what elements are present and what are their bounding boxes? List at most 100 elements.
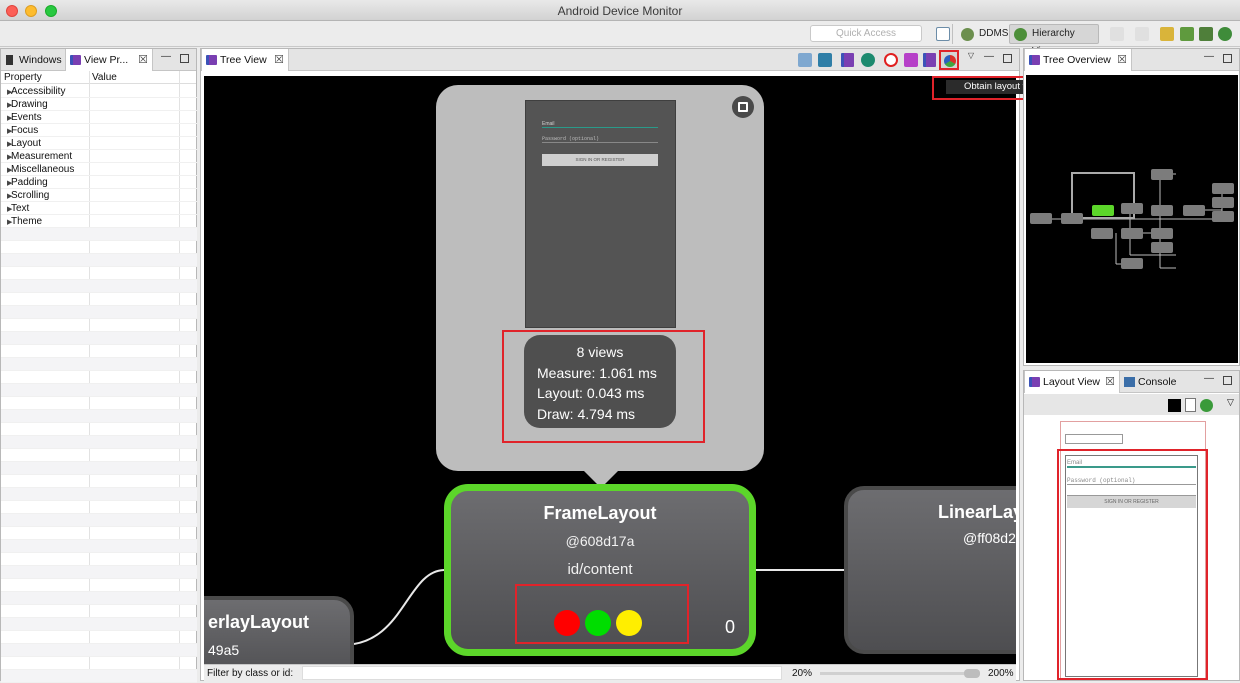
preview-sign-in-button: SIGN IN OR REGISTER xyxy=(542,154,658,166)
minimize-panel-icon[interactable]: — xyxy=(984,51,994,62)
property-category-row[interactable]: ▶Drawing xyxy=(1,98,197,111)
close-window-button[interactable] xyxy=(6,5,18,17)
request-layout-icon[interactable] xyxy=(904,53,918,67)
property-category-row[interactable]: ▶Events xyxy=(1,111,197,124)
perspective-ddms-button[interactable]: DDMS xyxy=(956,24,1008,44)
layout-wireframe[interactable]: Email Password (optional) SIGN IN OR REG… xyxy=(1057,421,1208,680)
search-icon[interactable] xyxy=(1218,27,1232,41)
expand-arrow-icon[interactable]: ▶ xyxy=(7,128,13,135)
popup-maximize-button[interactable] xyxy=(732,96,754,118)
property-category-row[interactable]: ▶Measurement xyxy=(1,150,197,163)
save-icon[interactable] xyxy=(1180,27,1194,41)
dump-display-list-icon[interactable] xyxy=(923,53,936,67)
empty-property-row xyxy=(1,462,197,475)
expand-arrow-icon[interactable]: ▶ xyxy=(7,193,13,200)
display-view-icon[interactable] xyxy=(861,53,875,67)
tab-layout-view[interactable]: Layout View ☒ xyxy=(1024,371,1120,393)
property-category-row[interactable]: ▶Accessibility xyxy=(1,85,197,98)
tree-canvas[interactable]: Email Password (optional) SIGN IN OR REG… xyxy=(204,76,1016,664)
maximize-panel-icon[interactable] xyxy=(1223,54,1232,63)
tree-overview-canvas[interactable] xyxy=(1026,75,1238,363)
property-category-label: Accessibility xyxy=(11,86,66,97)
expand-arrow-icon[interactable]: ▶ xyxy=(7,219,13,226)
property-category-row[interactable]: ▶Focus xyxy=(1,124,197,137)
console-icon xyxy=(1124,377,1135,387)
maximize-panel-icon[interactable] xyxy=(180,54,189,63)
minimize-panel-icon[interactable]: — xyxy=(1204,373,1214,384)
close-tab-icon[interactable]: ☒ xyxy=(274,54,284,66)
empty-property-row xyxy=(1,514,197,527)
column-header-value[interactable]: Value xyxy=(92,72,117,83)
close-tab-icon[interactable]: ☒ xyxy=(1105,376,1115,388)
node-hash: 49a5 xyxy=(208,642,240,658)
capture-layers-icon[interactable] xyxy=(818,53,832,67)
tab-console[interactable]: Console xyxy=(1120,371,1188,393)
invalidate-icon[interactable] xyxy=(884,53,898,67)
tree-node-linearlayout[interactable]: LinearLay @ff08d2 xyxy=(844,486,1016,654)
maximize-panel-icon[interactable] xyxy=(1223,376,1232,385)
white-background-icon[interactable] xyxy=(1185,398,1196,412)
expand-arrow-icon[interactable]: ▶ xyxy=(7,206,13,213)
tab-label: Tree Overview xyxy=(1043,54,1111,66)
zoom-slider-thumb[interactable] xyxy=(964,669,980,678)
empty-property-row xyxy=(1,579,197,592)
property-category-row[interactable]: ▶Theme xyxy=(1,215,197,228)
property-category-row[interactable]: ▶Miscellaneous xyxy=(1,163,197,176)
expand-arrow-icon[interactable]: ▶ xyxy=(7,89,13,96)
empty-property-row xyxy=(1,319,197,332)
expand-arrow-icon[interactable]: ▶ xyxy=(7,115,13,122)
minimize-panel-icon[interactable]: — xyxy=(1204,51,1214,62)
tree-node-framelayout[interactable]: FrameLayout @608d17a id/content 0 xyxy=(444,484,756,656)
tab-windows[interactable]: Windows xyxy=(1,49,65,71)
view-menu-icon[interactable]: ▽ xyxy=(967,51,975,60)
tab-view-properties[interactable]: View Pr... ☒ xyxy=(65,49,153,71)
maximize-panel-icon[interactable] xyxy=(1003,54,1012,63)
zoom-min-label: 20% xyxy=(792,668,813,679)
property-category-row[interactable]: ▶Text xyxy=(1,202,197,215)
black-background-icon[interactable] xyxy=(1168,399,1181,412)
quick-access-input[interactable]: Quick Access xyxy=(810,25,922,42)
show-extras-icon[interactable] xyxy=(1200,399,1213,412)
tab-label: Tree View xyxy=(220,54,267,66)
filter-input[interactable] xyxy=(302,666,782,680)
view-menu-icon[interactable]: ▽ xyxy=(1227,397,1234,407)
device-icon[interactable] xyxy=(1199,27,1213,41)
title-bar: Android Device Monitor xyxy=(0,0,1240,21)
empty-property-row xyxy=(1,358,197,371)
save-png-icon[interactable] xyxy=(798,53,812,67)
expand-arrow-icon[interactable]: ▶ xyxy=(7,154,13,161)
load-hierarchy-icon[interactable] xyxy=(841,53,854,67)
back-arrow-icon[interactable] xyxy=(1160,27,1174,41)
draw-indicator-yellow xyxy=(616,610,642,636)
filter-bar: Filter by class or id: 20% 200% xyxy=(204,664,1016,681)
empty-property-row xyxy=(1,397,197,410)
overview-tree xyxy=(1030,169,1234,269)
expand-arrow-icon[interactable]: ▶ xyxy=(7,167,13,174)
expand-arrow-icon[interactable]: ▶ xyxy=(7,180,13,187)
tree-overview-panel: Tree Overview ☒ — xyxy=(1023,48,1240,366)
property-category-row[interactable]: ▶Padding xyxy=(1,176,197,189)
expand-arrow-icon[interactable]: ▶ xyxy=(7,102,13,109)
minimize-window-button[interactable] xyxy=(25,5,37,17)
close-tab-icon[interactable]: ☒ xyxy=(1117,54,1127,66)
empty-property-row xyxy=(1,293,197,306)
property-category-row[interactable]: ▶Layout xyxy=(1,137,197,150)
property-category-row[interactable]: ▶Scrolling xyxy=(1,189,197,202)
empty-property-row xyxy=(1,371,197,384)
perspective-hierarchy-view-button[interactable]: Hierarchy View xyxy=(1009,24,1099,57)
close-tab-icon[interactable]: ☒ xyxy=(138,54,148,66)
expand-arrow-icon[interactable]: ▶ xyxy=(7,141,13,148)
zoom-window-button[interactable] xyxy=(45,5,57,17)
obtain-layout-times-button[interactable] xyxy=(939,50,959,70)
open-perspective-icon[interactable] xyxy=(936,27,950,41)
zoom-slider-track[interactable] xyxy=(820,672,980,675)
tree-node-overlaylayout[interactable]: erlayLayout 49a5 xyxy=(204,596,354,664)
empty-property-row xyxy=(1,410,197,423)
column-header-property[interactable]: Property xyxy=(4,72,42,83)
empty-property-row xyxy=(1,488,197,501)
empty-property-row xyxy=(1,449,197,462)
tab-tree-overview[interactable]: Tree Overview ☒ xyxy=(1024,49,1132,71)
hierarchy-icon xyxy=(1029,55,1040,65)
minimize-panel-icon[interactable]: — xyxy=(161,51,171,62)
tab-tree-view[interactable]: Tree View ☒ xyxy=(201,49,289,71)
